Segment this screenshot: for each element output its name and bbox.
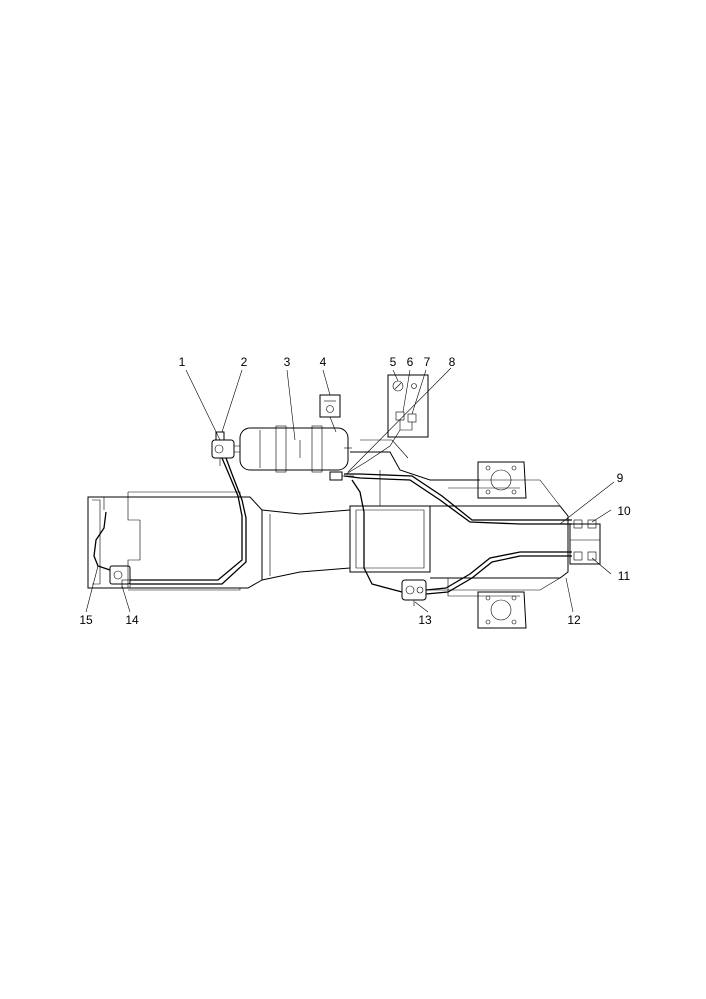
callout-14: 14 [125,613,139,627]
callout-4: 4 [320,355,327,369]
callout-3: 3 [284,355,291,369]
callout-1: 1 [179,355,186,369]
callout-10: 10 [617,504,631,518]
callout-6: 6 [407,355,414,369]
front-frame [87,491,351,591]
callout-7: 7 [424,355,431,369]
air-tank [239,425,352,473]
decal-4 [319,394,341,433]
rear-valves [569,519,601,565]
callout-12: 12 [567,613,581,627]
callout-2: 2 [241,355,248,369]
callout-9: 9 [617,471,624,485]
callout-15: 15 [79,613,93,627]
air-lines [93,429,572,595]
gauge-panel [387,374,429,438]
callout-5: 5 [390,355,397,369]
lower-mount [477,591,527,629]
leader-lines [85,367,615,613]
valve-1-2 [211,431,240,466]
valve-13 [401,579,427,606]
callout-13: 13 [418,613,432,627]
upper-mount [477,461,527,499]
front-valves [109,565,131,589]
callout-11: 11 [618,569,631,583]
callout-8: 8 [449,355,456,369]
rear-frame [349,439,569,597]
fitting-8 [329,471,354,481]
